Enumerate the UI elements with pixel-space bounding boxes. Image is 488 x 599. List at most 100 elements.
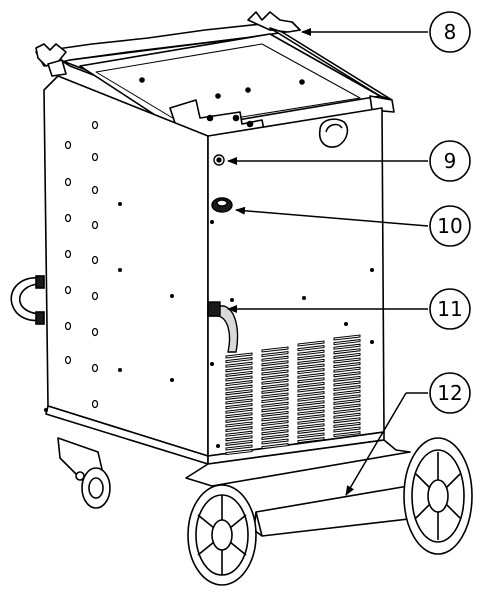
vent-slat <box>225 384 253 391</box>
vent-slat <box>333 408 361 415</box>
vent-slat <box>333 417 361 424</box>
side-handle <box>10 275 45 325</box>
vent-slat <box>261 433 289 440</box>
vent-slat <box>225 357 253 364</box>
callout-8: 8 <box>429 11 471 53</box>
vent-slat <box>297 368 325 375</box>
callout-9: 9 <box>429 140 471 182</box>
top-handle-frame <box>35 11 395 139</box>
vent-slat <box>297 386 325 393</box>
rear-wheel-right <box>403 437 473 555</box>
vent-slat <box>297 377 325 384</box>
vent-slat <box>333 357 361 364</box>
vent-slat <box>333 421 361 428</box>
vent-slat <box>261 387 289 394</box>
vent-slat <box>333 362 361 369</box>
vent-slat <box>225 416 253 423</box>
vent-slat <box>225 430 253 437</box>
vent-slat <box>297 437 325 444</box>
vent-slat <box>261 374 289 381</box>
callout-11: 11 <box>429 288 471 330</box>
vent-slat <box>333 389 361 396</box>
vent-slat <box>333 366 361 373</box>
vent-slat <box>225 412 253 419</box>
vent-slat <box>261 383 289 390</box>
vent-slat <box>261 420 289 427</box>
vent-slat <box>225 407 253 414</box>
vent-slat <box>297 404 325 411</box>
vent-slat <box>333 412 361 419</box>
callout-10-label: 10 <box>437 214 462 238</box>
vent-slat <box>297 345 325 352</box>
vent-slat <box>261 438 289 445</box>
front-vents <box>225 334 361 456</box>
vent-slat <box>225 366 253 373</box>
callout-12: 12 <box>429 372 471 414</box>
callout-10: 10 <box>429 205 471 247</box>
vent-slat <box>225 449 253 456</box>
vent-slat <box>261 443 289 450</box>
vent-slat <box>225 403 253 410</box>
vent-slat <box>225 444 253 451</box>
vent-slat <box>333 431 361 438</box>
vent-slat <box>225 421 253 428</box>
vent-slat <box>225 380 253 387</box>
vent-slat <box>261 415 289 422</box>
callout-leaders <box>227 28 429 496</box>
vent-slat <box>225 439 253 446</box>
callout-9-label: 9 <box>444 149 457 173</box>
vent-slat <box>297 354 325 361</box>
vent-slat <box>225 370 253 377</box>
vent-slat <box>297 423 325 430</box>
callout-12-label: 12 <box>437 381 462 405</box>
vent-slat <box>333 403 361 410</box>
vent-slat <box>297 409 325 416</box>
vent-slat <box>261 369 289 376</box>
callout-8-label: 8 <box>444 20 457 44</box>
vent-slat <box>333 385 361 392</box>
side-vents <box>64 120 99 409</box>
vent-slat <box>261 424 289 431</box>
vent-slat <box>261 406 289 413</box>
vent-slat <box>261 410 289 417</box>
vent-slat <box>261 346 289 353</box>
vent-slat <box>261 364 289 371</box>
screw-dots <box>44 202 374 448</box>
vent-slat <box>261 351 289 358</box>
vent-slat <box>333 394 361 401</box>
vent-slat <box>225 352 253 359</box>
vent-slat <box>333 398 361 405</box>
vent-slat <box>297 358 325 365</box>
vent-slat <box>261 392 289 399</box>
vent-slat <box>297 432 325 439</box>
vent-slat <box>297 391 325 398</box>
vent-slat <box>225 393 253 400</box>
vent-slat <box>261 401 289 408</box>
vent-slat <box>297 363 325 370</box>
vent-slat <box>333 343 361 350</box>
vent-slat <box>333 352 361 359</box>
rear-wheel-left <box>187 484 257 586</box>
vent-slat <box>261 378 289 385</box>
vent-slat <box>333 339 361 346</box>
vent-slat <box>297 418 325 425</box>
vent-slat <box>225 361 253 368</box>
vent-slat <box>297 395 325 402</box>
vent-slat <box>297 349 325 356</box>
vent-slat <box>225 375 253 382</box>
vent-slat <box>297 427 325 434</box>
vent-slat <box>261 397 289 404</box>
callout-11-label: 11 <box>437 297 462 321</box>
vent-slat <box>261 360 289 367</box>
vent-slat <box>225 435 253 442</box>
vent-slat <box>297 372 325 379</box>
vent-slat <box>225 389 253 396</box>
vent-slat <box>261 429 289 436</box>
vent-slat <box>225 426 253 433</box>
vent-slat <box>261 355 289 362</box>
vent-slat <box>297 381 325 388</box>
vent-slat <box>297 400 325 407</box>
vent-slat <box>333 371 361 378</box>
